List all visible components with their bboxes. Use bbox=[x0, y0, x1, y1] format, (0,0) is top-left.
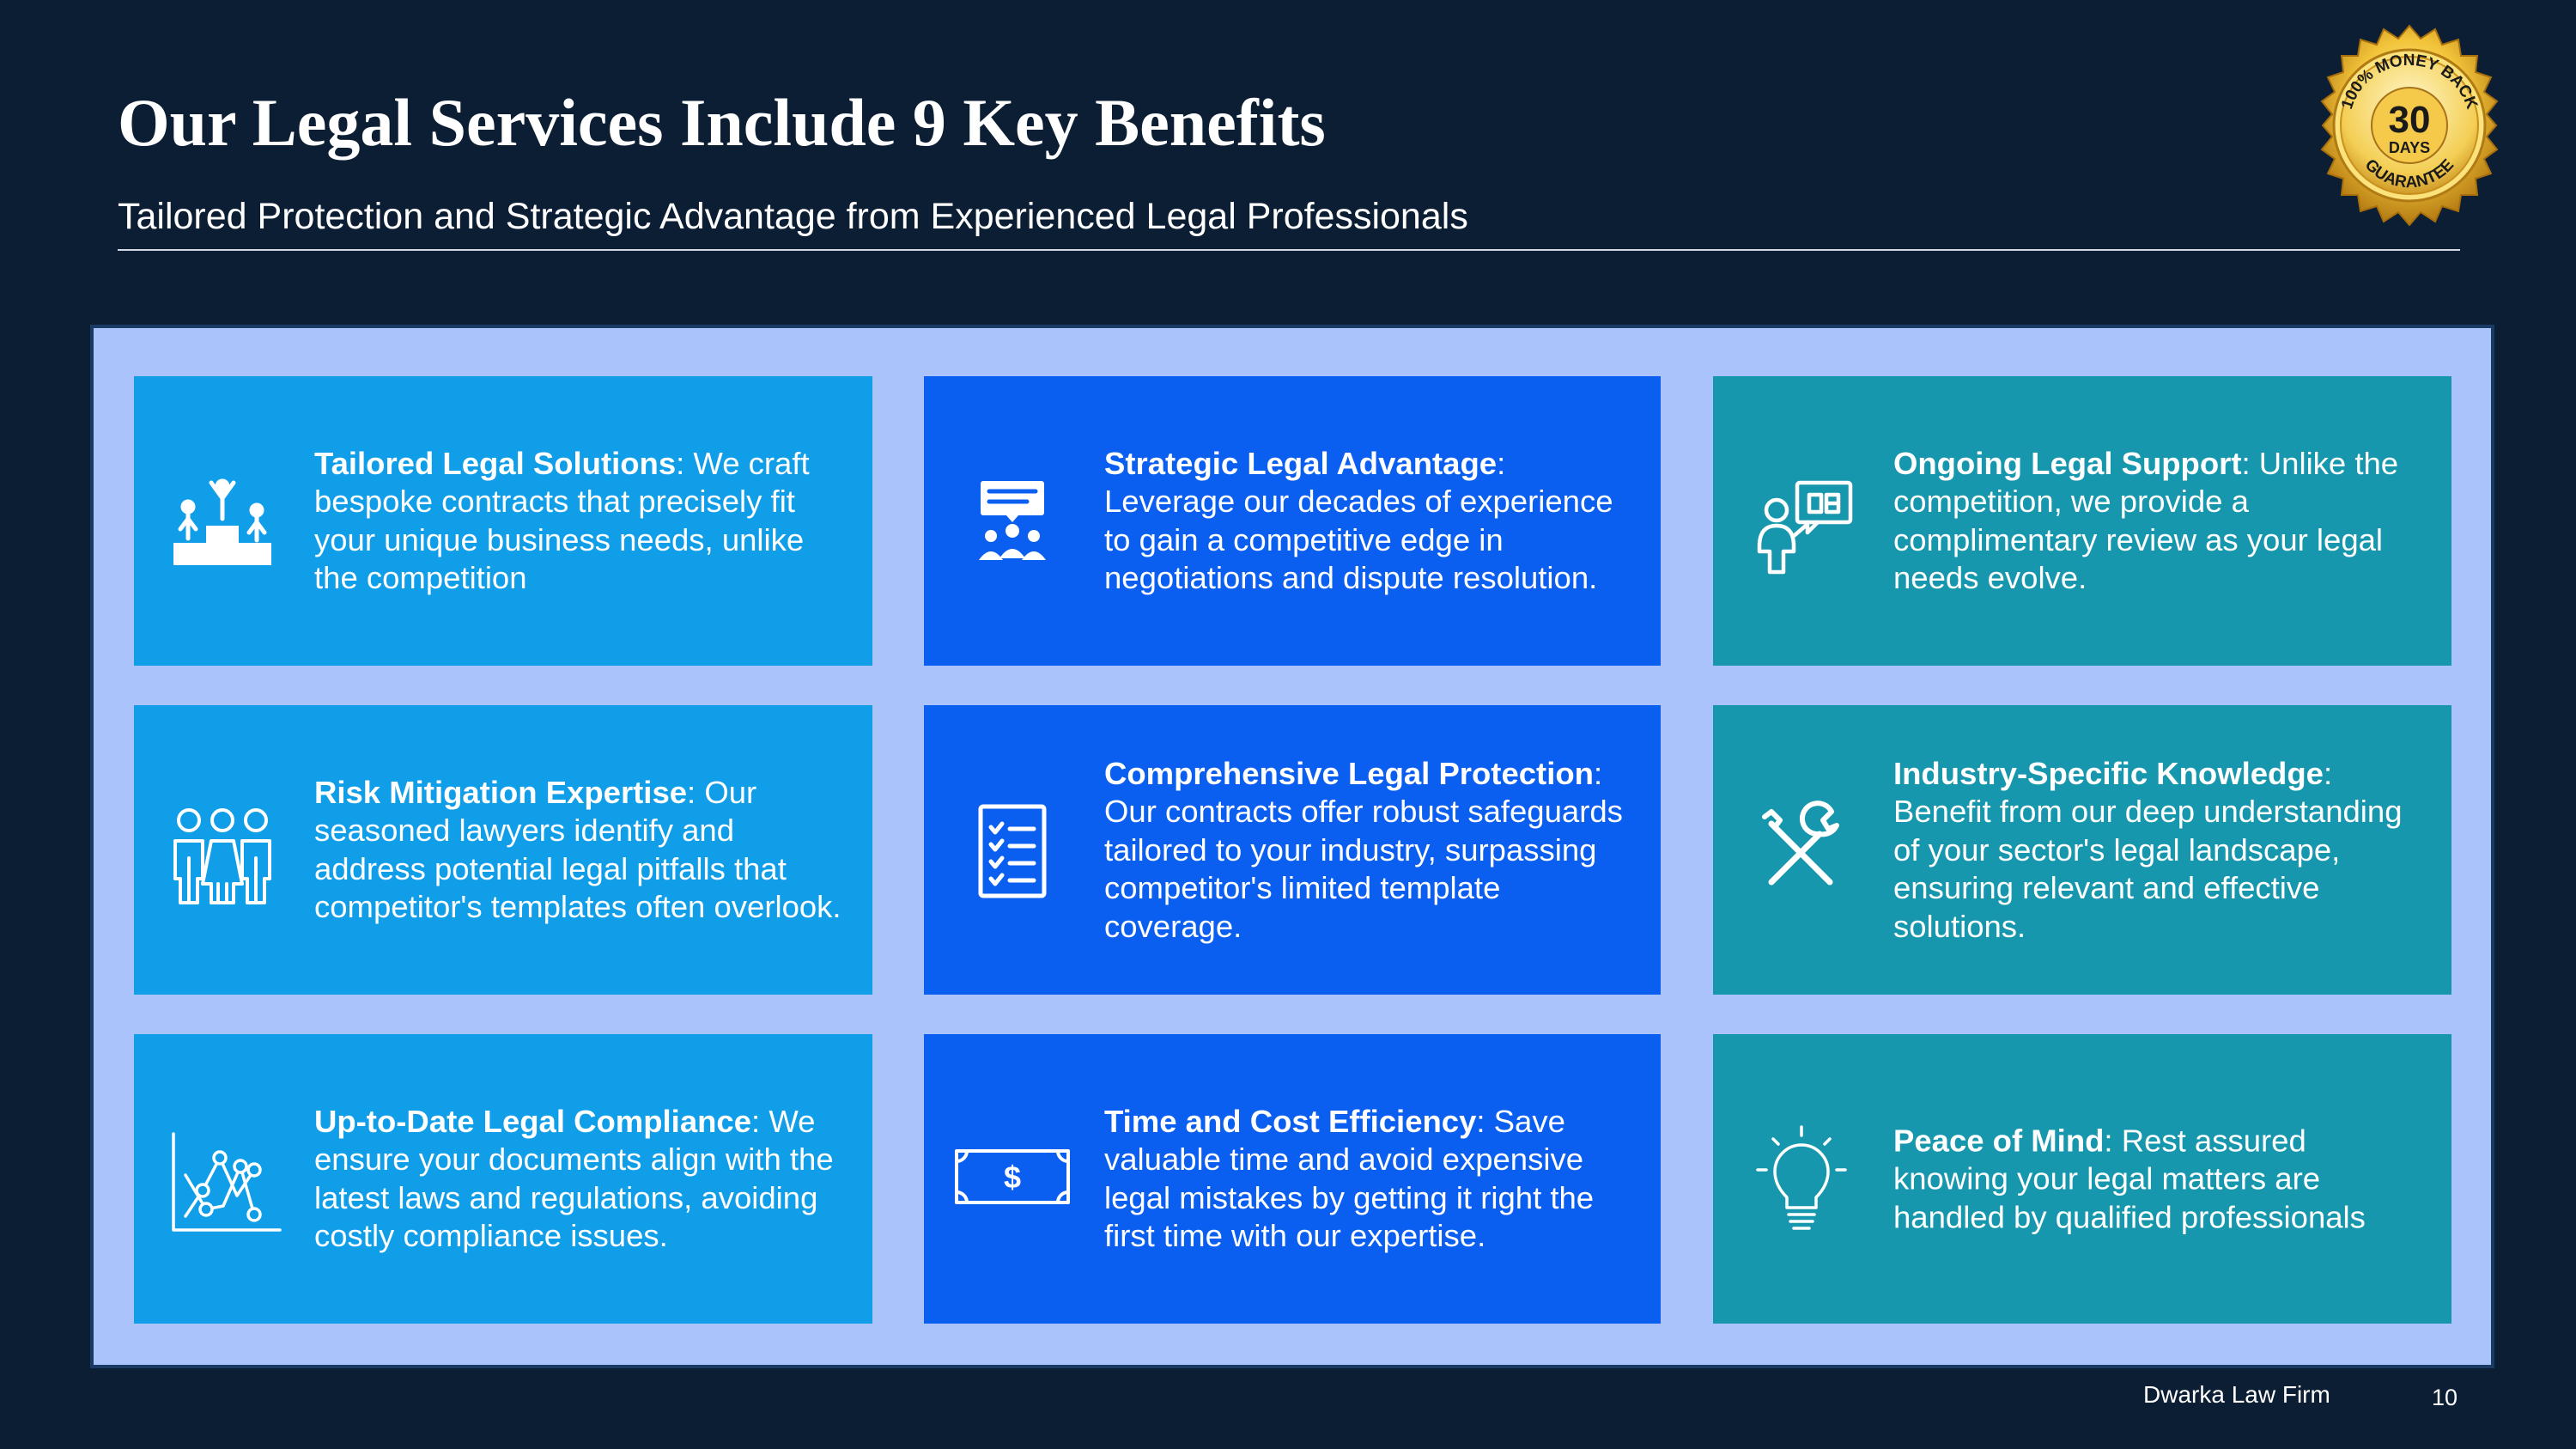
benefit-body: : Rest assured knowing your legal matter… bbox=[1893, 1122, 2366, 1234]
seal-badge-icon: 100% MONEY BACK GUARANTEE 30 DAYS bbox=[2320, 24, 2499, 227]
benefit-text: Risk Mitigation Expertise: Our seasoned … bbox=[314, 774, 847, 927]
benefit-heading: Ongoing Legal Support bbox=[1893, 445, 2242, 481]
benefit-text: Industry-Specific Knowledge: Benefit fro… bbox=[1893, 754, 2426, 946]
benefit-card-time-and-cost-efficiency: $ Time and Cost Efficiency: Save valuabl… bbox=[924, 1034, 1661, 1324]
benefit-card-ongoing-legal-support: Ongoing Legal Support: Unlike the compet… bbox=[1713, 376, 2451, 666]
benefit-body: : Unlike the competition, we provide a c… bbox=[1893, 445, 2399, 596]
benefit-heading: Peace of Mind bbox=[1893, 1122, 2105, 1158]
benefit-card-industry-specific-knowledge: Industry-Specific Knowledge: Benefit fro… bbox=[1713, 705, 2451, 995]
benefit-card-risk-mitigation-expertise: Risk Mitigation Expertise: Our seasoned … bbox=[134, 705, 872, 995]
benefit-text: Tailored Legal Solutions: We craft bespo… bbox=[314, 445, 847, 598]
support-consultant-icon bbox=[1737, 457, 1866, 586]
line-chart-icon bbox=[158, 1115, 287, 1244]
benefit-body: : Leverage our decades of experience to … bbox=[1104, 445, 1613, 596]
benefit-heading: Risk Mitigation Expertise bbox=[314, 774, 688, 810]
title-divider bbox=[118, 249, 2460, 251]
benefit-card-comprehensive-legal-protection: Comprehensive Legal Protection: Our cont… bbox=[924, 705, 1661, 995]
benefit-text: Ongoing Legal Support: Unlike the compet… bbox=[1893, 445, 2426, 598]
benefit-text: Peace of Mind: Rest assured knowing your… bbox=[1893, 1122, 2426, 1237]
benefits-panel: Tailored Legal Solutions: We craft bespo… bbox=[90, 325, 2494, 1368]
benefit-heading: Up-to-Date Legal Compliance bbox=[314, 1103, 752, 1139]
benefit-body: : Save valuable time and avoid expensive… bbox=[1104, 1103, 1595, 1254]
presentation-group-icon bbox=[948, 457, 1077, 586]
benefit-text: Time and Cost Efficiency: Save valuable … bbox=[1104, 1103, 1635, 1256]
podium-people-icon bbox=[158, 457, 287, 586]
slide-subtitle: Tailored Protection and Strategic Advant… bbox=[118, 196, 1468, 237]
seal-number: 30 bbox=[2389, 99, 2431, 141]
benefit-heading: Strategic Legal Advantage bbox=[1104, 445, 1498, 481]
benefit-body: : We craft bespoke contracts that precis… bbox=[314, 445, 810, 596]
benefit-heading: Time and Cost Efficiency bbox=[1104, 1103, 1477, 1139]
benefit-heading: Comprehensive Legal Protection bbox=[1104, 755, 1594, 791]
svg-text:$: $ bbox=[1004, 1160, 1021, 1195]
seal-unit: DAYS bbox=[2389, 139, 2430, 156]
benefit-body: : Our contracts offer robust safeguards … bbox=[1104, 755, 1623, 944]
benefit-card-up-to-date-legal-compliance: Up-to-Date Legal Compliance: We ensure y… bbox=[134, 1034, 872, 1324]
benefit-body: : Benefit from our deep understanding of… bbox=[1893, 755, 2403, 944]
dollar-bill-icon: $ bbox=[948, 1115, 1077, 1244]
footer-firm-name: Dwarka Law Firm bbox=[2143, 1381, 2330, 1408]
benefit-body: : We ensure your documents align with th… bbox=[314, 1103, 834, 1254]
money-back-seal: 100% MONEY BACK GUARANTEE 30 DAYS bbox=[2308, 24, 2511, 227]
slide-title: Our Legal Services Include 9 Key Benefit… bbox=[118, 85, 1326, 160]
benefit-text: Comprehensive Legal Protection: Our cont… bbox=[1104, 754, 1635, 946]
benefit-heading: Industry-Specific Knowledge bbox=[1893, 755, 2324, 791]
page-number: 10 bbox=[2432, 1385, 2458, 1410]
benefit-card-peace-of-mind: Peace of Mind: Rest assured knowing your… bbox=[1713, 1034, 2451, 1324]
checklist-icon bbox=[948, 786, 1077, 915]
benefit-text: Up-to-Date Legal Compliance: We ensure y… bbox=[314, 1103, 847, 1256]
benefit-heading: Tailored Legal Solutions bbox=[314, 445, 677, 481]
benefit-card-strategic-legal-advantage: Strategic Legal Advantage: Leverage our … bbox=[924, 376, 1661, 666]
tools-icon bbox=[1737, 786, 1866, 915]
lightbulb-icon bbox=[1737, 1115, 1866, 1244]
benefit-text: Strategic Legal Advantage: Leverage our … bbox=[1104, 445, 1635, 598]
benefit-card-tailored-legal-solutions: Tailored Legal Solutions: We craft bespo… bbox=[134, 376, 872, 666]
team-people-icon bbox=[158, 786, 287, 915]
benefit-body: : Our seasoned lawyers identify and addr… bbox=[314, 774, 841, 925]
